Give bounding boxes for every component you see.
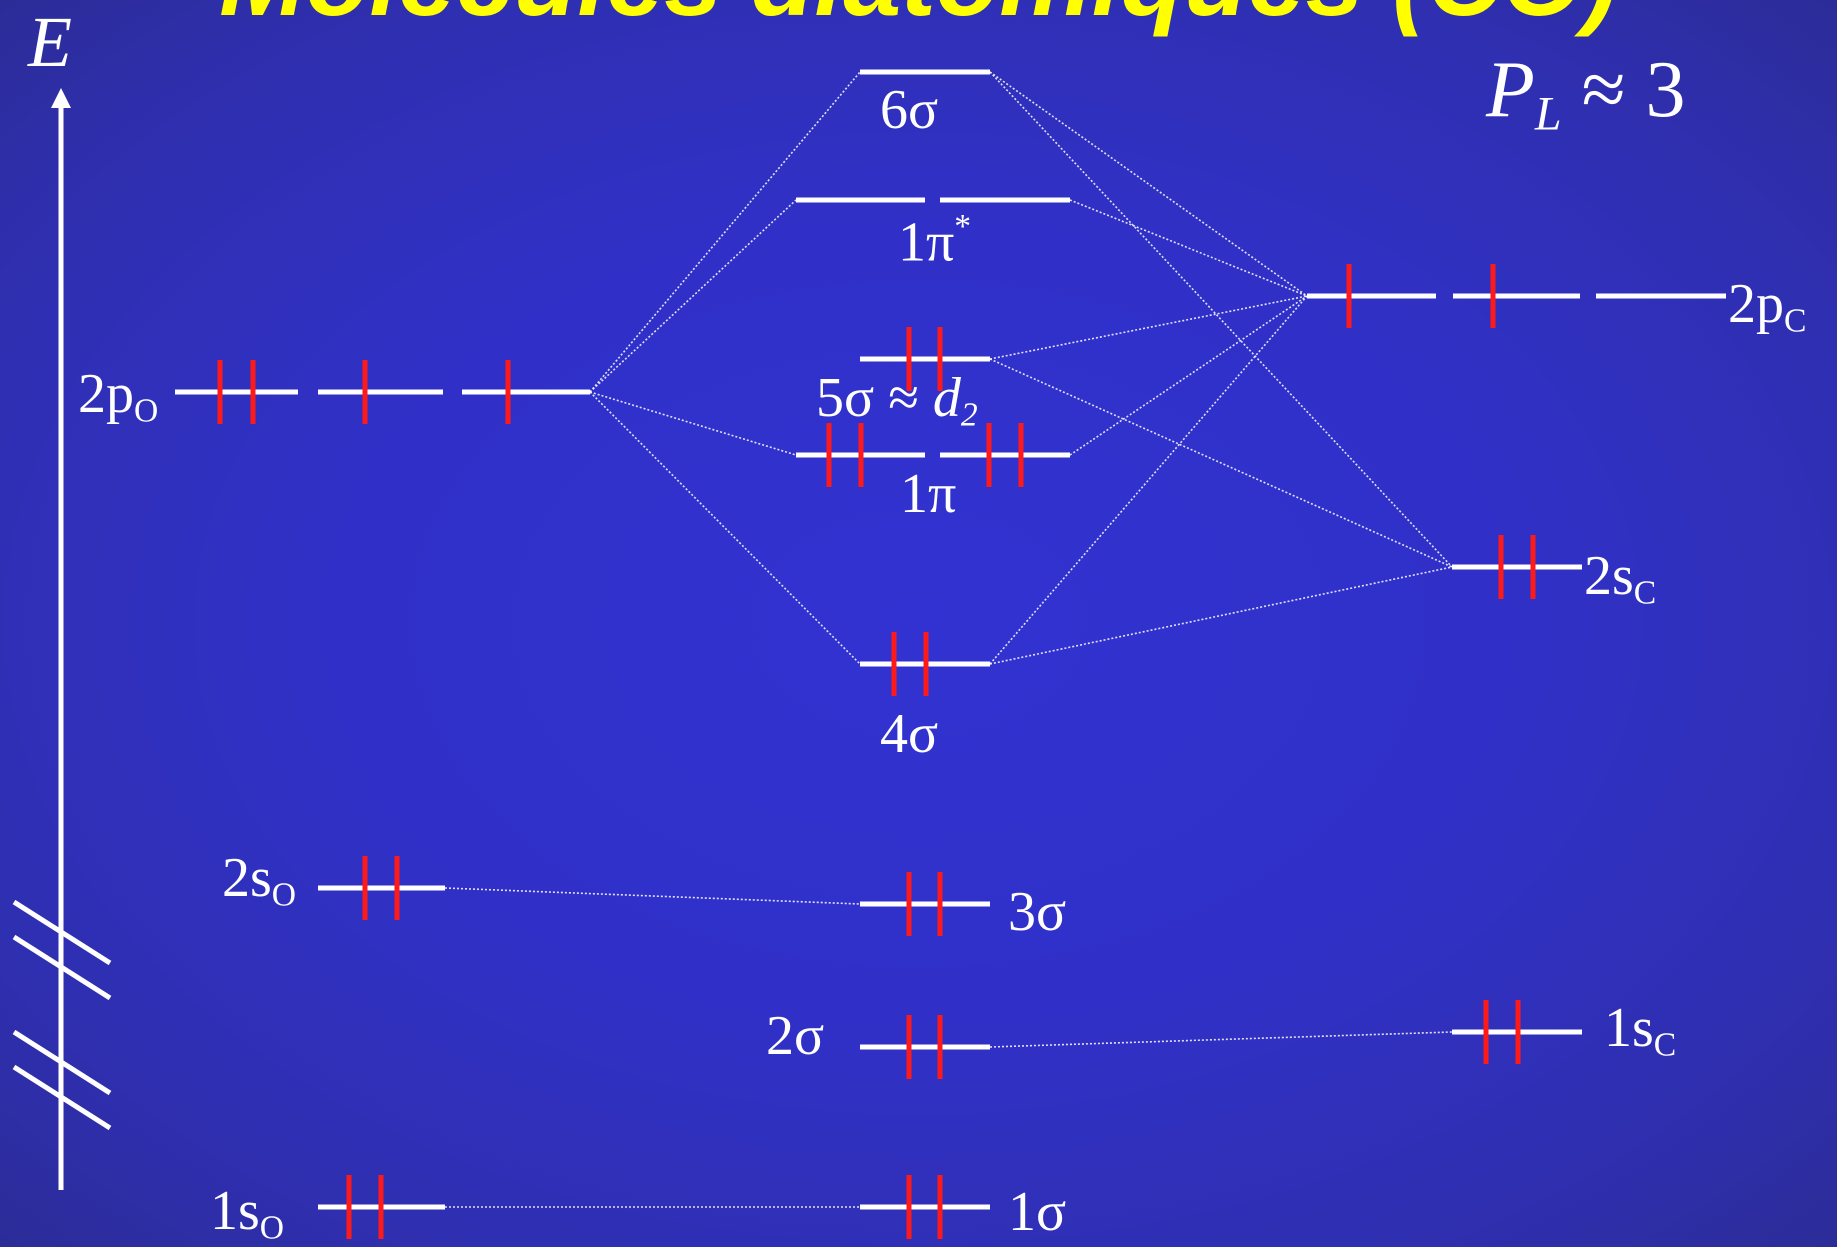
label-2pO: 2pO [78, 363, 159, 430]
label-1sigma: 1σ [1008, 1181, 1067, 1243]
label-1sC: 1sC [1604, 997, 1677, 1064]
label-2sC: 2sC [1584, 545, 1657, 612]
label-5sigma: 5σ ≈ d2 [816, 367, 978, 434]
energy-levels [175, 69, 1726, 1210]
label-1pi-star: 1π* [898, 208, 972, 274]
axis-arrowhead [51, 88, 71, 108]
correlation-line-9 [989, 71, 1453, 568]
correlation-line-4 [989, 71, 1308, 297]
label-1pi: 1π [900, 463, 957, 525]
correlation-lines [444, 71, 1453, 1208]
axis-break-mark-4 [12, 1029, 112, 1096]
axis-break-mark-3 [12, 1064, 112, 1131]
correlation-line-8 [989, 295, 1308, 665]
bond-order-symbol: P [1486, 46, 1535, 134]
correlation-line-10 [989, 358, 1453, 568]
axis-break-mark-1 [12, 934, 112, 1001]
label-4sigma: 4σ [880, 703, 939, 765]
label-2sigma: 2σ [766, 1005, 825, 1067]
correlation-line-6 [989, 295, 1308, 360]
correlation-line-11 [989, 566, 1453, 665]
energy-axis [12, 88, 112, 1190]
label-2sO: 2sO [222, 847, 297, 914]
correlation-line-12 [444, 887, 861, 905]
correlation-line-7 [1069, 295, 1308, 456]
correlation-line-5 [1069, 199, 1308, 297]
correlation-line-14 [989, 1031, 1453, 1048]
bond-order-relation: ≈ 3 [1581, 46, 1686, 134]
bond-order-subscript: L [1534, 87, 1562, 141]
label-3sigma: 3σ [1008, 881, 1067, 943]
label-1sO: 1sO [210, 1180, 285, 1247]
electrons [217, 264, 1536, 1239]
correlation-line-0 [589, 71, 861, 393]
label-2pC: 2pC [1728, 273, 1807, 340]
bond-order: PL ≈ 3 [1486, 50, 1685, 138]
energy-axis-label: E [28, 2, 72, 82]
slide-title: Molécules diatomiques (CO) [0, 0, 1837, 32]
label-6sigma: 6σ [880, 79, 939, 141]
correlation-line-1 [589, 199, 797, 393]
axis-break-mark-2 [12, 899, 112, 966]
